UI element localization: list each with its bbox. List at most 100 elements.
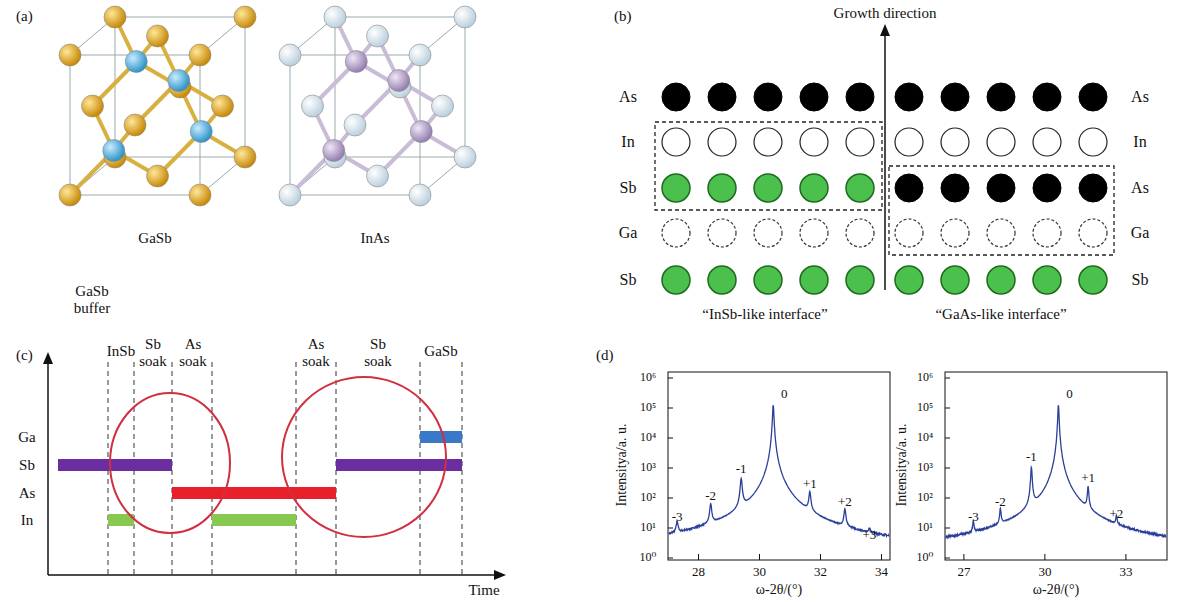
layer-atom — [895, 128, 923, 156]
layer-atom — [754, 219, 782, 247]
layer-name: In — [1133, 133, 1146, 151]
layer-atom — [800, 219, 828, 247]
atom — [189, 184, 211, 206]
layer-atom — [1033, 83, 1061, 111]
layer-atom — [708, 128, 736, 156]
layer-atom — [1033, 128, 1061, 156]
arrow-head — [43, 352, 53, 364]
layer-atom — [941, 83, 969, 111]
interface-box — [889, 166, 1114, 255]
tick-label: 10⁵ — [917, 401, 933, 414]
source-name: Ga — [18, 429, 36, 446]
layer-name: Sb — [1132, 271, 1149, 289]
peak-order: 0 — [1066, 387, 1073, 401]
shutter-bar — [336, 459, 462, 471]
tick-label: 32 — [814, 565, 827, 579]
atom — [344, 114, 366, 136]
cell-edge — [290, 55, 291, 195]
layer-atom — [754, 83, 782, 111]
atom — [302, 95, 324, 117]
atom — [59, 184, 81, 206]
tick — [945, 378, 950, 379]
tick-label: 33 — [1119, 565, 1132, 579]
tick-label: 10¹ — [640, 521, 656, 534]
layer-atom — [708, 174, 736, 202]
step-label: GaSb buffer — [64, 283, 120, 316]
atom — [454, 146, 476, 168]
layer-name: As — [619, 88, 637, 106]
atom — [409, 44, 431, 66]
peak-order: -2 — [995, 495, 1006, 509]
layer-atom — [662, 128, 690, 156]
tick — [945, 468, 950, 469]
layer-atom — [708, 83, 736, 111]
peak-order: -1 — [1026, 450, 1037, 464]
tick-label: 30 — [753, 565, 766, 579]
peak-order: -1 — [736, 462, 747, 476]
layer-name: Ga — [619, 224, 638, 242]
cell-edge — [115, 17, 116, 157]
atom — [168, 70, 190, 92]
cell-edge — [115, 157, 245, 158]
tick-label: 10³ — [640, 461, 656, 474]
layer-atom — [895, 266, 923, 294]
tick-label: 28 — [692, 565, 705, 579]
panel-letter: (a) — [16, 8, 33, 25]
step-label: As soak — [298, 336, 334, 369]
layer-atom — [895, 219, 923, 247]
layer-atom — [1033, 266, 1061, 294]
axis — [48, 574, 496, 576]
layer-atom — [987, 266, 1015, 294]
layer-atom — [987, 83, 1015, 111]
tick — [945, 498, 950, 499]
peak-order: +2 — [838, 495, 852, 509]
atom — [189, 44, 211, 66]
atom — [367, 25, 389, 47]
tick — [759, 554, 760, 560]
shutter-bar — [172, 487, 336, 499]
layer-atom — [987, 174, 1015, 202]
xrd-curve — [946, 405, 1166, 538]
tick-label: 30 — [1038, 565, 1051, 579]
axis-label: Time — [468, 582, 499, 599]
atom — [147, 25, 169, 47]
tick-label: 10² — [917, 491, 933, 504]
layer-atom — [754, 266, 782, 294]
layer-atom — [941, 128, 969, 156]
atom — [323, 140, 345, 162]
shutter-bar — [420, 431, 462, 443]
layer-atom — [754, 174, 782, 202]
peak-order: +1 — [1081, 471, 1095, 485]
time-marker — [296, 362, 297, 575]
highlight-ellipse — [282, 377, 446, 537]
atom — [432, 95, 454, 117]
peak-order: +1 — [803, 477, 817, 491]
cell-edge — [245, 17, 246, 157]
atom — [124, 114, 146, 136]
arrow-head — [494, 570, 506, 580]
tick — [963, 554, 964, 560]
time-marker — [212, 362, 213, 575]
tick — [945, 438, 950, 439]
source-name: Sb — [19, 457, 35, 474]
layer-atom — [941, 174, 969, 202]
layer-name: Ga — [1131, 224, 1150, 242]
layer-atom — [1079, 128, 1107, 156]
crystal-name: InAs — [360, 230, 389, 247]
atom — [147, 165, 169, 187]
peak-order: -3 — [672, 510, 683, 524]
layer-atom — [987, 219, 1015, 247]
cell-edge — [290, 195, 420, 196]
axis-title: ω-2θ/(°) — [1033, 582, 1079, 597]
step-label: As soak — [175, 336, 211, 369]
atom — [388, 70, 410, 92]
atom — [82, 95, 104, 117]
cell-edge — [115, 17, 245, 18]
source-name: As — [19, 485, 36, 502]
plot-frame — [668, 372, 890, 560]
layer-name: In — [621, 133, 634, 151]
tick — [668, 408, 673, 409]
tick-label: 10² — [640, 491, 656, 504]
tick-label: 10³ — [917, 461, 933, 474]
